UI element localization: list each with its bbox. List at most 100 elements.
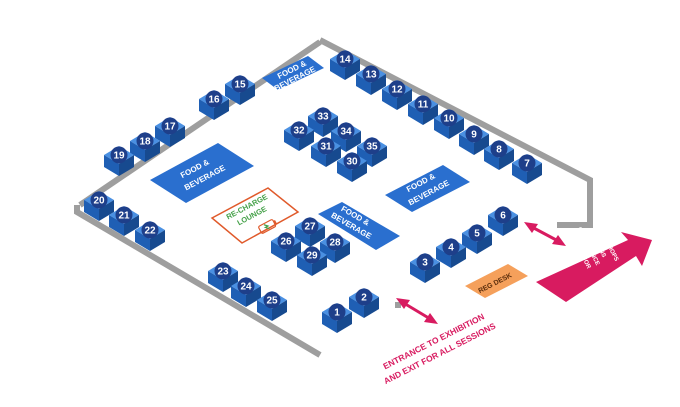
booth-side-left: [330, 59, 345, 80]
booth-side-right: [527, 163, 542, 184]
booth-side-right: [310, 226, 325, 247]
booth-6: 6: [488, 206, 518, 236]
booth-3: 3: [410, 253, 440, 283]
booth-side-right: [145, 141, 160, 162]
booth-badge: [388, 80, 406, 98]
booth-1: 1: [322, 303, 352, 333]
booth-number: 6: [500, 211, 506, 222]
booth-number: 31: [320, 142, 332, 153]
booth-badge: [214, 262, 232, 280]
booth-side-right: [335, 242, 350, 263]
booth-side-left: [488, 215, 503, 236]
booth-side-left: [297, 255, 312, 276]
booth-side-right: [451, 247, 466, 268]
booth-badge: [440, 109, 458, 127]
booth-12: 12: [382, 80, 412, 110]
booth-badge: [161, 117, 179, 135]
booth-badge: [301, 217, 319, 235]
booth-number: 17: [164, 122, 176, 133]
booth-side-left: [410, 262, 425, 283]
booth-number: 13: [365, 70, 377, 81]
booth-badge: [442, 238, 460, 256]
booth-badge: [303, 246, 321, 264]
booth-22: 22: [135, 221, 165, 251]
booth-number: 21: [118, 211, 130, 222]
booth-number: 32: [293, 126, 305, 137]
booth-badge: [518, 154, 536, 172]
booth-35: 35: [357, 137, 387, 167]
booth-2: 2: [349, 288, 379, 318]
booth-side-right: [345, 59, 360, 80]
booth-badge: [141, 221, 159, 239]
booth-number: 24: [240, 282, 252, 293]
booth-number: 2: [361, 293, 367, 304]
booth-side-left: [208, 271, 223, 292]
booth-badge: [328, 303, 346, 321]
booth-number: 16: [208, 95, 220, 106]
booth-side-left: [104, 155, 119, 176]
booth-badge: [136, 132, 154, 150]
fb-center-zone: [318, 202, 400, 250]
fb-left-zone: [150, 143, 254, 203]
booth-side-right: [240, 84, 255, 105]
booth-number: 12: [391, 85, 403, 96]
booth-29: 29: [297, 246, 327, 276]
reg-desk: [465, 264, 528, 298]
booth-side-right: [499, 149, 514, 170]
booth-side-right: [371, 74, 386, 95]
booth-8: 8: [484, 140, 514, 170]
booth-number: 10: [443, 114, 455, 125]
booth-side-right: [364, 297, 379, 318]
booth-side-right: [449, 118, 464, 139]
booth-badge: [490, 140, 508, 158]
booth-side-right: [397, 89, 412, 110]
booth-badge: [355, 288, 373, 306]
booth-18: 18: [130, 132, 160, 162]
booth-side-right: [352, 161, 367, 182]
booth-number: 26: [280, 237, 292, 248]
fb-right-zone: [385, 165, 470, 212]
booth-number: 9: [471, 130, 477, 141]
booth-number: 33: [317, 112, 329, 123]
booth-number: 5: [474, 229, 480, 240]
booth-number: 1: [334, 308, 340, 319]
booth-side-right: [323, 116, 338, 137]
booth-side-right: [272, 300, 287, 321]
wall-top-left: [78, 39, 322, 208]
booth-side-right: [223, 271, 238, 292]
battery-charging-icon: [258, 219, 277, 234]
booth-16: 16: [199, 90, 229, 120]
booth-side-left: [484, 149, 499, 170]
booth-15: 15: [225, 75, 255, 105]
booth-number: 7: [524, 159, 530, 170]
booth-side-left: [331, 131, 346, 152]
booth-side-right: [425, 262, 440, 283]
booth-badge: [290, 121, 308, 139]
booth-side-left: [109, 215, 124, 236]
booth-side-right: [246, 286, 261, 307]
booth-side-left: [199, 99, 214, 120]
booth-side-left: [320, 242, 335, 263]
wall-bottom-left: [74, 205, 322, 358]
booth-number: 22: [144, 226, 156, 237]
booth-11: 11: [408, 95, 438, 125]
booth-20: 20: [84, 191, 114, 221]
booth-21: 21: [109, 206, 139, 236]
double-arrow-icon-right: [524, 222, 566, 246]
booth-14: 14: [330, 50, 360, 80]
booth-badge: [336, 50, 354, 68]
booth-7: 7: [512, 154, 542, 184]
booth-side-left: [84, 200, 99, 221]
booth-side-right: [312, 255, 327, 276]
booth-side-left: [356, 74, 371, 95]
booth-side-left: [271, 241, 286, 262]
booth-side-left: [382, 89, 397, 110]
booth-28: 28: [320, 233, 350, 263]
booth-side-right: [474, 134, 489, 155]
booth-number: 15: [234, 80, 246, 91]
booth-30: 30: [337, 152, 367, 182]
booth-17: 17: [155, 117, 185, 147]
